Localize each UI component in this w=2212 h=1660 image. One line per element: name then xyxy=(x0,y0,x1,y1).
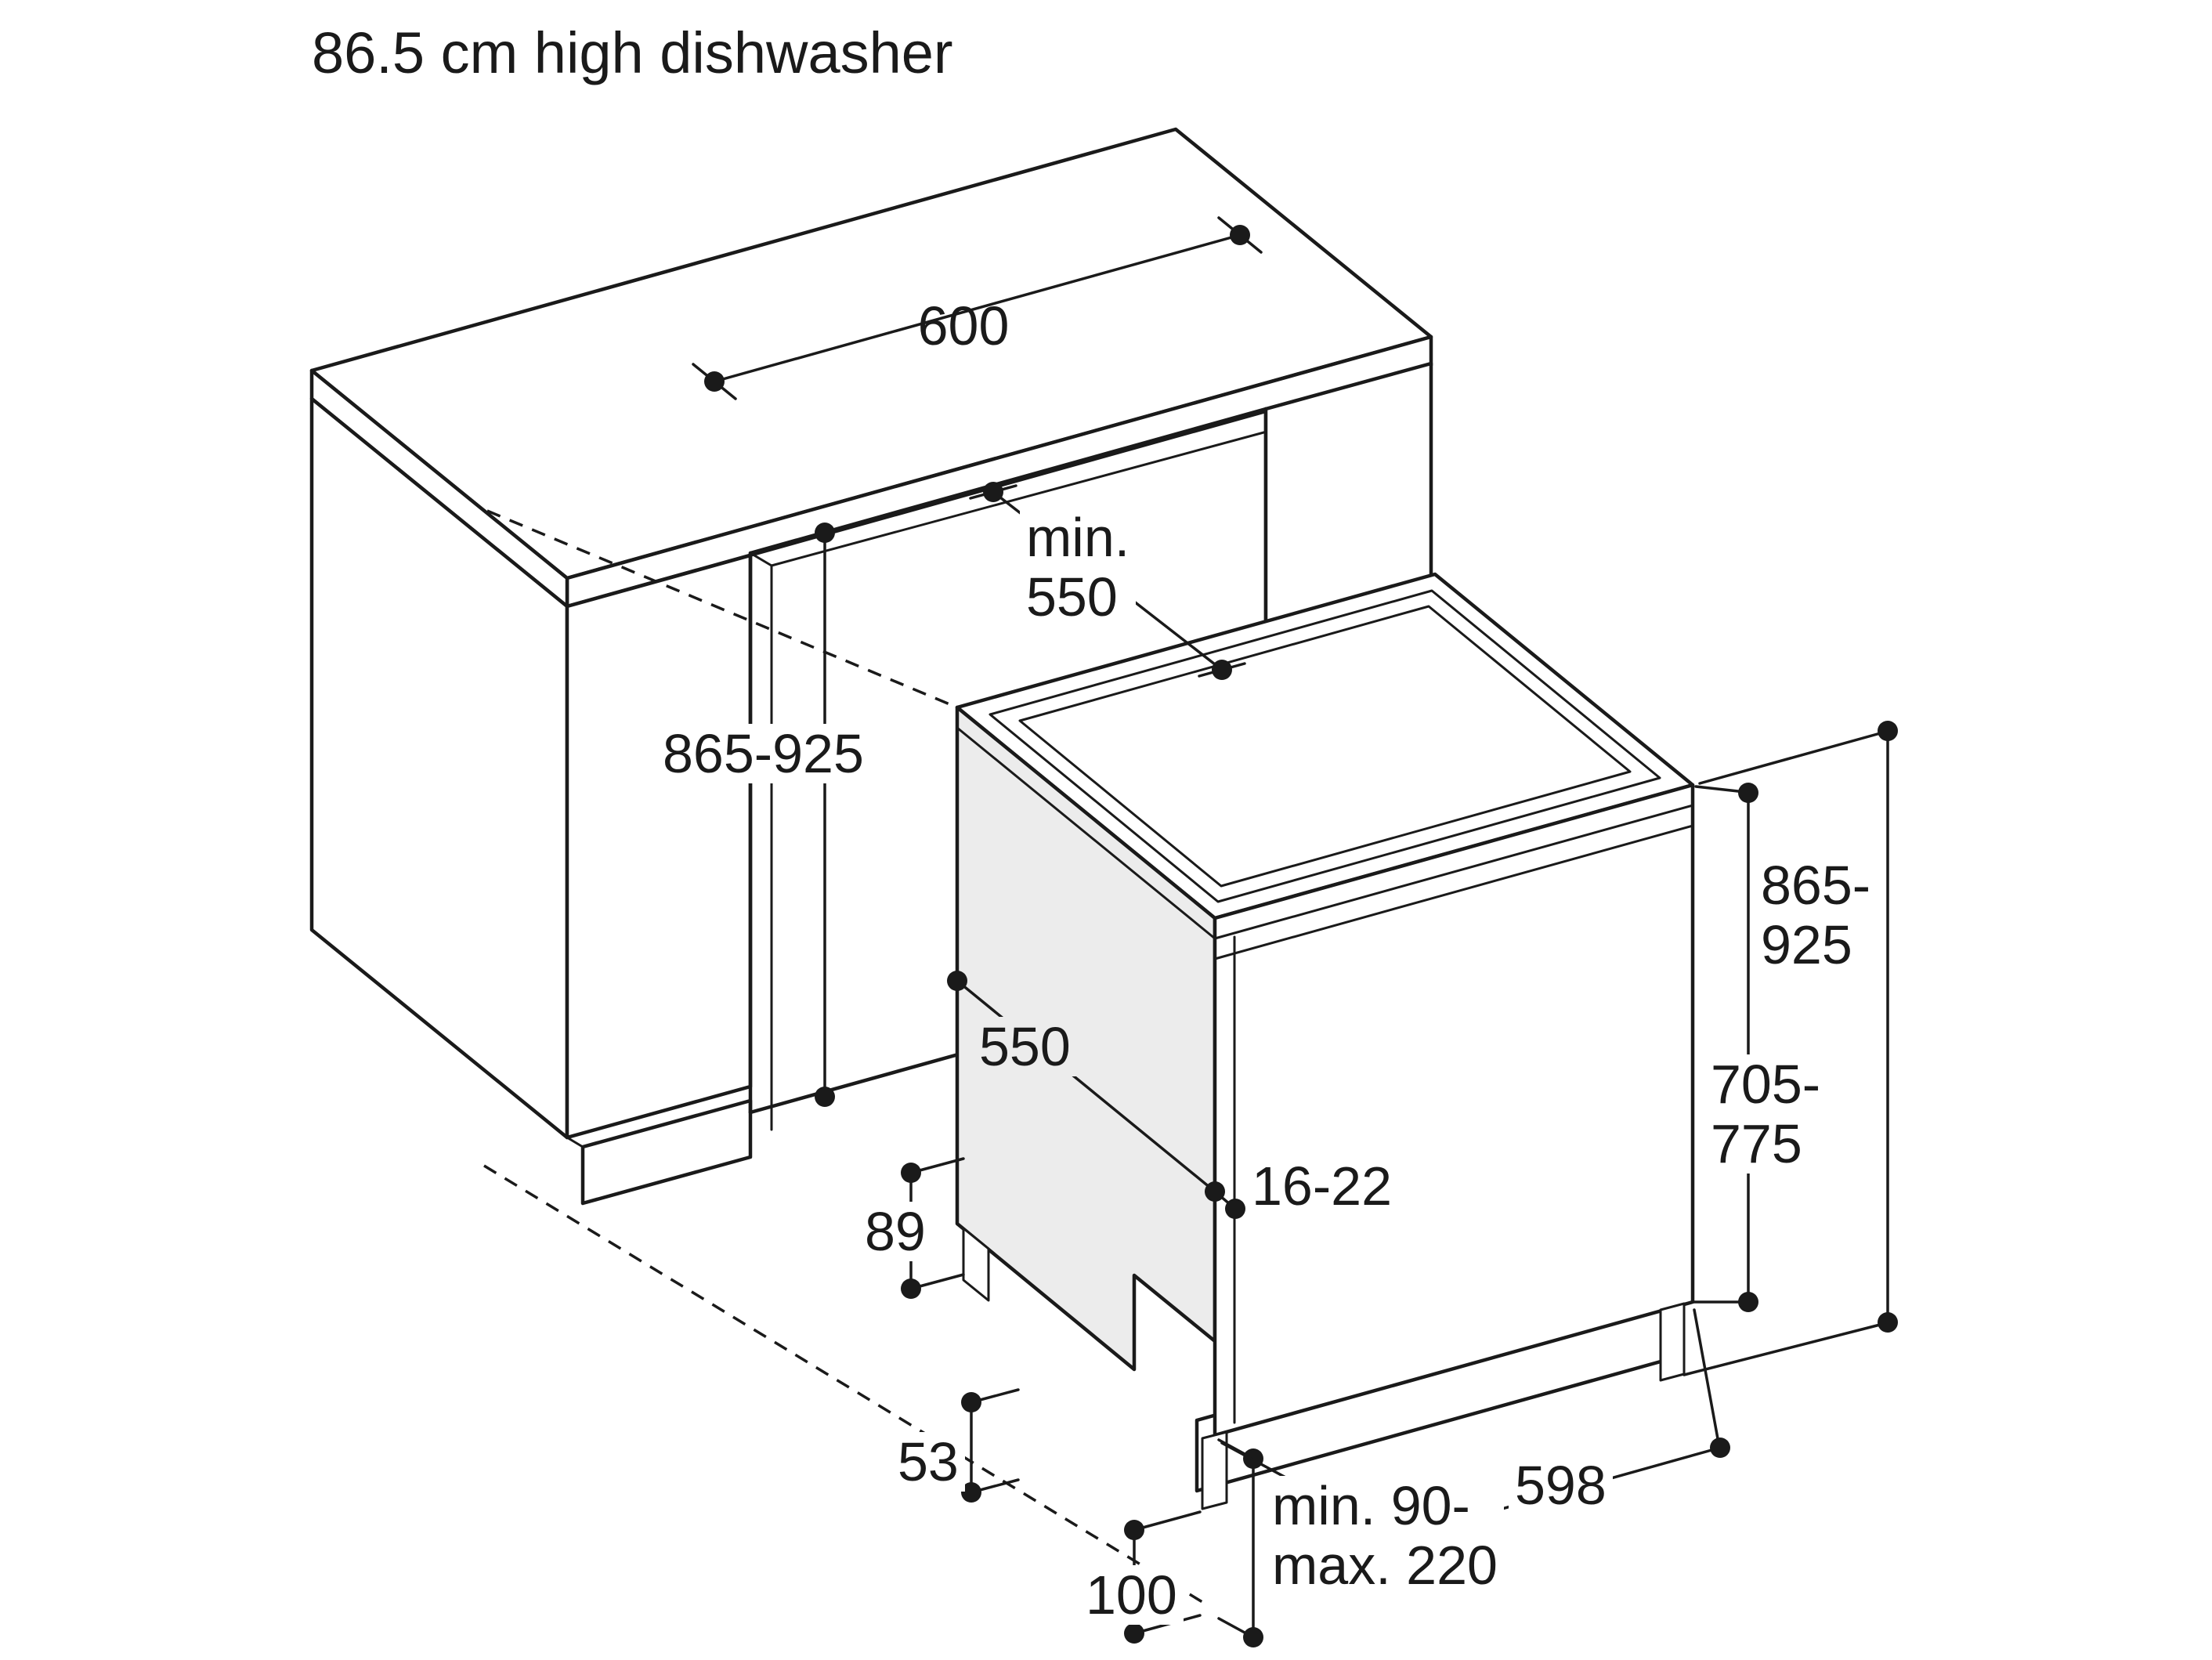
dimension-label-appliance-depth: 550 xyxy=(973,1017,1077,1076)
dimension-dot xyxy=(901,1278,921,1299)
dimension-front-plinth-100 xyxy=(1124,1510,1202,1644)
dimension-dot xyxy=(815,523,835,543)
cabinet-plinth xyxy=(580,1098,753,1206)
front-left-foot xyxy=(1201,1430,1228,1510)
dishwasher-top-rim-outer xyxy=(989,589,1661,903)
dimension-label-door-height-to: 775 xyxy=(1711,1113,1802,1174)
dimension-label-plinth-range-max: max. 220 xyxy=(1272,1535,1498,1596)
dimension-dot xyxy=(704,371,725,392)
dimension-label-rear-detail: 89 xyxy=(858,1202,932,1261)
dimension-dot xyxy=(1878,1312,1898,1333)
dimension-dot xyxy=(1243,1627,1263,1647)
dimension-label-door-gap: 16-22 xyxy=(1245,1156,1399,1216)
dimension-label-appliance-height-from: 865- xyxy=(1761,855,1871,916)
front-right-foot xyxy=(1659,1302,1686,1382)
niche-left-inner-top xyxy=(749,552,773,567)
door-top-band-line-1 xyxy=(1213,804,1694,940)
dimension-rear-foot-53 xyxy=(961,1388,1020,1503)
side-top-band-line xyxy=(956,726,1216,940)
dimension-dot xyxy=(1710,1438,1730,1458)
dimension-label-front-plinth: 100 xyxy=(1079,1565,1184,1625)
dimension-dot xyxy=(901,1163,921,1183)
door-top-band-line-2 xyxy=(1213,824,1694,960)
dimension-dot xyxy=(983,482,1003,502)
dimension-dot xyxy=(1738,1292,1758,1312)
dishwasher xyxy=(955,572,1695,1510)
dimension-dot xyxy=(1212,660,1232,680)
dishwasher-top-rim-inner xyxy=(1018,605,1632,888)
dimension-label-appliance-height-to: 925 xyxy=(1761,914,1852,975)
cabinet-left-front xyxy=(565,553,753,1140)
dimension-niche-height-865-925 xyxy=(749,523,835,1114)
dimension-dot xyxy=(1230,225,1250,245)
dimension-dot xyxy=(947,971,967,991)
dimension-label-niche-depth-value: 550 xyxy=(1026,566,1118,627)
dimension-label-niche-width: 600 xyxy=(917,295,1010,356)
dimension-dot xyxy=(1878,721,1898,741)
projection-line-bottom xyxy=(483,1164,1207,1606)
dimension-label-appliance-height: 865- 925 xyxy=(1755,855,1878,975)
dimension-dot xyxy=(1738,783,1758,803)
dimension-appliance-height-865-925 xyxy=(1682,721,1898,1376)
dimension-label-plinth-range-min: min. 90- xyxy=(1272,1475,1470,1536)
dimension-label-door-height-from: 705- xyxy=(1711,1054,1821,1115)
dimension-label-niche-height: 865-925 xyxy=(656,724,870,783)
dimension-label-rear-foot: 53 xyxy=(891,1432,965,1492)
niche-top-inner-edge xyxy=(770,425,1289,567)
dimension-door-height-705-775 xyxy=(1691,783,1758,1312)
niche-top-edge xyxy=(748,407,1268,555)
dimension-niche-width-600 xyxy=(692,216,1263,400)
dimension-label-appliance-width: 598 xyxy=(1509,1456,1613,1515)
plinth-corner-line xyxy=(566,1136,584,1148)
dimension-dot xyxy=(961,1482,981,1503)
dimension-label-niche-depth: min. 550 xyxy=(1020,507,1137,627)
dimension-door-gap-16-22 xyxy=(1213,1190,1245,1219)
dimension-dot xyxy=(1124,1520,1144,1540)
dimension-dot xyxy=(815,1087,835,1107)
page-title: 86.5 cm high dishwasher xyxy=(312,20,953,85)
dimension-label-niche-depth-min: min. xyxy=(1026,507,1130,568)
dimension-dot xyxy=(1124,1623,1144,1644)
rear-foot xyxy=(962,1227,990,1302)
dimension-label-plinth-range: min. 90- max. 220 xyxy=(1266,1476,1504,1595)
dimension-dot xyxy=(1225,1199,1245,1219)
dimension-label-door-height: 705- 775 xyxy=(1704,1054,1827,1174)
counter-cabinet xyxy=(309,127,1433,1206)
projection-line-top xyxy=(486,509,958,709)
projection-lines xyxy=(483,509,1207,1606)
dimension-dot xyxy=(961,1392,981,1412)
